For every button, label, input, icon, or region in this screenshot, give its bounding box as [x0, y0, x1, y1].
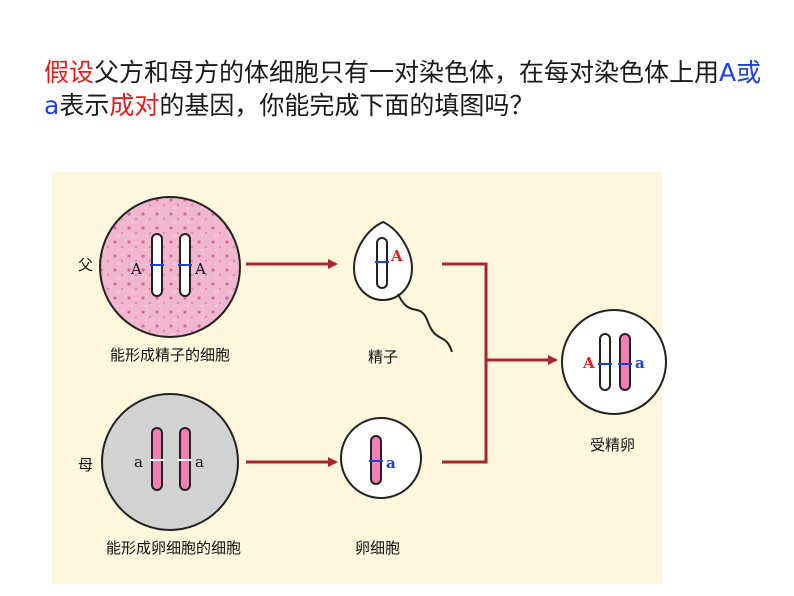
instruction-text: 假设父方和母方的体细胞只有一对染色体，在每对染色体上用A或a表示成对的基因，你能…: [44, 56, 774, 122]
zygote-chromosome-left: [599, 333, 611, 391]
instruction-part: 的基因，你能完成下面的填图吗？: [159, 91, 535, 120]
sperm-label: 精子: [368, 348, 398, 366]
sperm-tail: [397, 293, 453, 353]
zygote-label: 受精卵: [590, 436, 635, 454]
father-cell-label: 能形成精子的细胞: [110, 346, 230, 364]
arrow-sperm-merge: [442, 262, 488, 360]
mother-cell: a a: [101, 393, 239, 531]
zygote-gene-left: A: [582, 354, 595, 372]
egg-label: 卵细胞: [355, 539, 400, 557]
instruction-part: 表示: [59, 91, 110, 120]
mother-gene-left: a: [134, 453, 143, 471]
mother-label: 母: [78, 456, 93, 474]
mother-gene-right: a: [195, 453, 204, 471]
instruction-emph-hypothesis: 假设: [44, 58, 95, 87]
instruction-gene-letters: A或a: [44, 58, 762, 120]
egg-cell: a: [340, 417, 422, 499]
arrow-egg-merge: [442, 360, 488, 464]
father-gene-left: A: [130, 260, 142, 278]
father-cell: A A: [99, 196, 241, 338]
mother-cell-label: 能形成卵细胞的细胞: [106, 539, 241, 557]
instruction-emph-paired: 成对: [109, 91, 160, 120]
egg-gene: a: [386, 454, 396, 472]
instruction-part: 父方和母方的体细胞只有一对染色体，在每对染色体上用: [94, 58, 720, 87]
father-gene-right: A: [194, 260, 206, 278]
zygote-gene-right: a: [635, 354, 645, 372]
zygote-chromosome-right: [619, 333, 631, 391]
father-label: 父: [78, 256, 93, 274]
zygote-cell: A a: [561, 309, 667, 415]
sperm-gene: A: [390, 247, 403, 265]
sperm-cell: A: [352, 220, 453, 353]
